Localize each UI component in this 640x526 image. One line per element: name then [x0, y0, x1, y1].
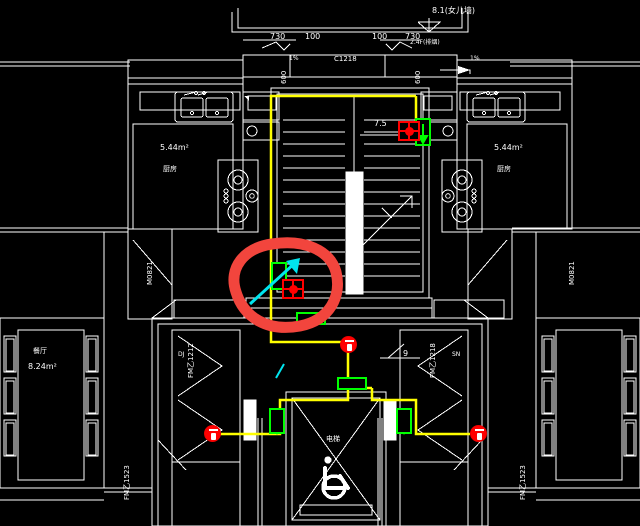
elevator-label: 电梯 — [326, 435, 340, 443]
exit-sign-right[interactable] — [396, 408, 412, 434]
door-tag-left-mid: FM乙1212 — [187, 343, 195, 378]
exit-sign-left[interactable] — [269, 408, 285, 434]
smoke-detector-circled[interactable] — [282, 279, 304, 299]
door-tag-right-upper: M0821 — [568, 261, 576, 285]
riser-left: 600 — [280, 70, 288, 84]
callout-label-9: 9 — [403, 349, 409, 358]
slope-left: 1% — [289, 55, 299, 62]
smoke-detector-upper[interactable] — [398, 121, 420, 141]
circle-highlight-markup — [228, 237, 343, 333]
kitchen-right-area: 5.44m² — [494, 143, 523, 152]
kitchen-left-name: 厨房 — [163, 165, 177, 173]
door-tag-left-lower: FM乙1523 — [123, 465, 131, 500]
junction-box-b[interactable] — [337, 377, 367, 390]
dining-left-name: 餐厅 — [33, 347, 47, 355]
pointer-arrow-markup — [248, 258, 300, 306]
manual-call-point-center[interactable] — [340, 336, 357, 353]
door-tag-right-mid: FM乙1218 — [429, 343, 437, 378]
dim-730-left: 730 — [270, 32, 286, 41]
tick-mark-markup — [275, 363, 285, 379]
door-tag-left-upper: M0821 — [146, 261, 154, 285]
beam-label: C1218 — [334, 55, 357, 63]
riser-right: 600 — [414, 70, 422, 84]
manual-call-point-right[interactable] — [470, 425, 487, 442]
dim-100-right: 100 — [372, 32, 388, 41]
dj-room-label: DJ — [178, 351, 185, 358]
kitchen-left-area: 5.44m² — [160, 143, 189, 152]
elevation-label-7-5: 7.5 — [374, 119, 387, 128]
manual-call-point-left[interactable] — [204, 425, 221, 442]
slope-right: 1% — [470, 55, 480, 62]
dim-730-right: 730 — [405, 32, 421, 41]
dim-100-left: 100 — [305, 32, 321, 41]
kitchen-right-name: 厨房 — [497, 165, 511, 173]
sn-room-label: SN — [452, 351, 461, 358]
parapet-level-note: 8.1(女儿墙) — [432, 6, 475, 15]
dining-left-area: 8.24m² — [28, 362, 57, 371]
roof-level-note: 2.4F(排烟) — [410, 39, 440, 46]
door-tag-right-lower: FM乙1523 — [519, 465, 527, 500]
